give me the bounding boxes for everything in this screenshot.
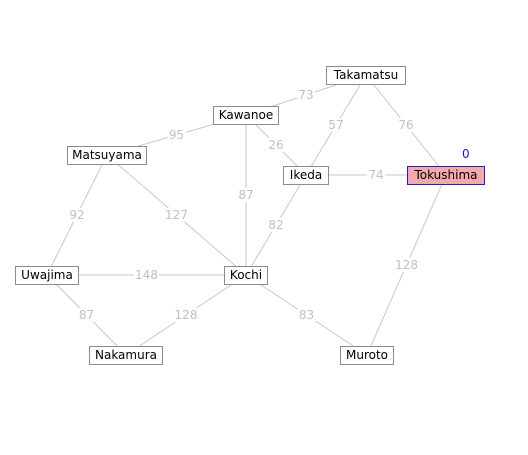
edge-weight-label: 76	[398, 118, 413, 132]
edge-weight-background	[297, 308, 316, 322]
edge-weight-label: 83	[299, 308, 314, 322]
node-matsuyama[interactable]: Matsuyama	[67, 145, 147, 165]
node-kochi[interactable]: Kochi	[224, 265, 268, 285]
edge-weight-label: 95	[169, 128, 184, 142]
edge-weight-label: 74	[368, 168, 383, 182]
edge-weight-background	[68, 208, 86, 222]
distance-label-tokushima: 0	[462, 147, 470, 161]
node-tokushima[interactable]: Tokushima	[407, 165, 485, 185]
node-muroto[interactable]: Muroto	[340, 345, 394, 365]
edge-weight-label: 128	[395, 258, 418, 272]
edge-weight-background	[397, 118, 415, 132]
edge-weight-background	[237, 188, 255, 202]
edge-weight-label: 82	[268, 218, 283, 232]
edge-weight-label: 57	[328, 118, 343, 132]
edge-weight-label: 128	[175, 308, 198, 322]
edge-weight-background	[134, 268, 159, 282]
edge-weight-label: 127	[165, 208, 188, 222]
edge-weight-background	[167, 128, 186, 142]
node-uwajima[interactable]: Uwajima	[15, 265, 79, 285]
edge-weight-label: 87	[238, 188, 253, 202]
edge-weight-label: 92	[69, 208, 84, 222]
edge-weight-background	[297, 88, 315, 102]
edge-weight-background	[367, 168, 385, 182]
edge-weight-label: 87	[79, 308, 94, 322]
edge-weight-label: 73	[298, 88, 313, 102]
edge-weight-background	[77, 308, 96, 322]
edge-weight-label: 26	[268, 138, 283, 152]
edge-weight-background	[327, 118, 345, 132]
edge-weight-label: 148	[135, 268, 158, 282]
node-ikeda[interactable]: Ikeda	[283, 165, 329, 185]
node-takamatsu[interactable]: Takamatsu	[326, 65, 406, 85]
edge-weight-background	[394, 258, 419, 272]
node-kawanoe[interactable]: Kawanoe	[213, 105, 279, 125]
edge-weight-background	[164, 208, 189, 222]
node-nakamura[interactable]: Nakamura	[89, 345, 163, 365]
edge-weight-background	[267, 218, 285, 232]
edge-weight-background	[173, 308, 199, 322]
edge-weight-background	[267, 138, 285, 152]
